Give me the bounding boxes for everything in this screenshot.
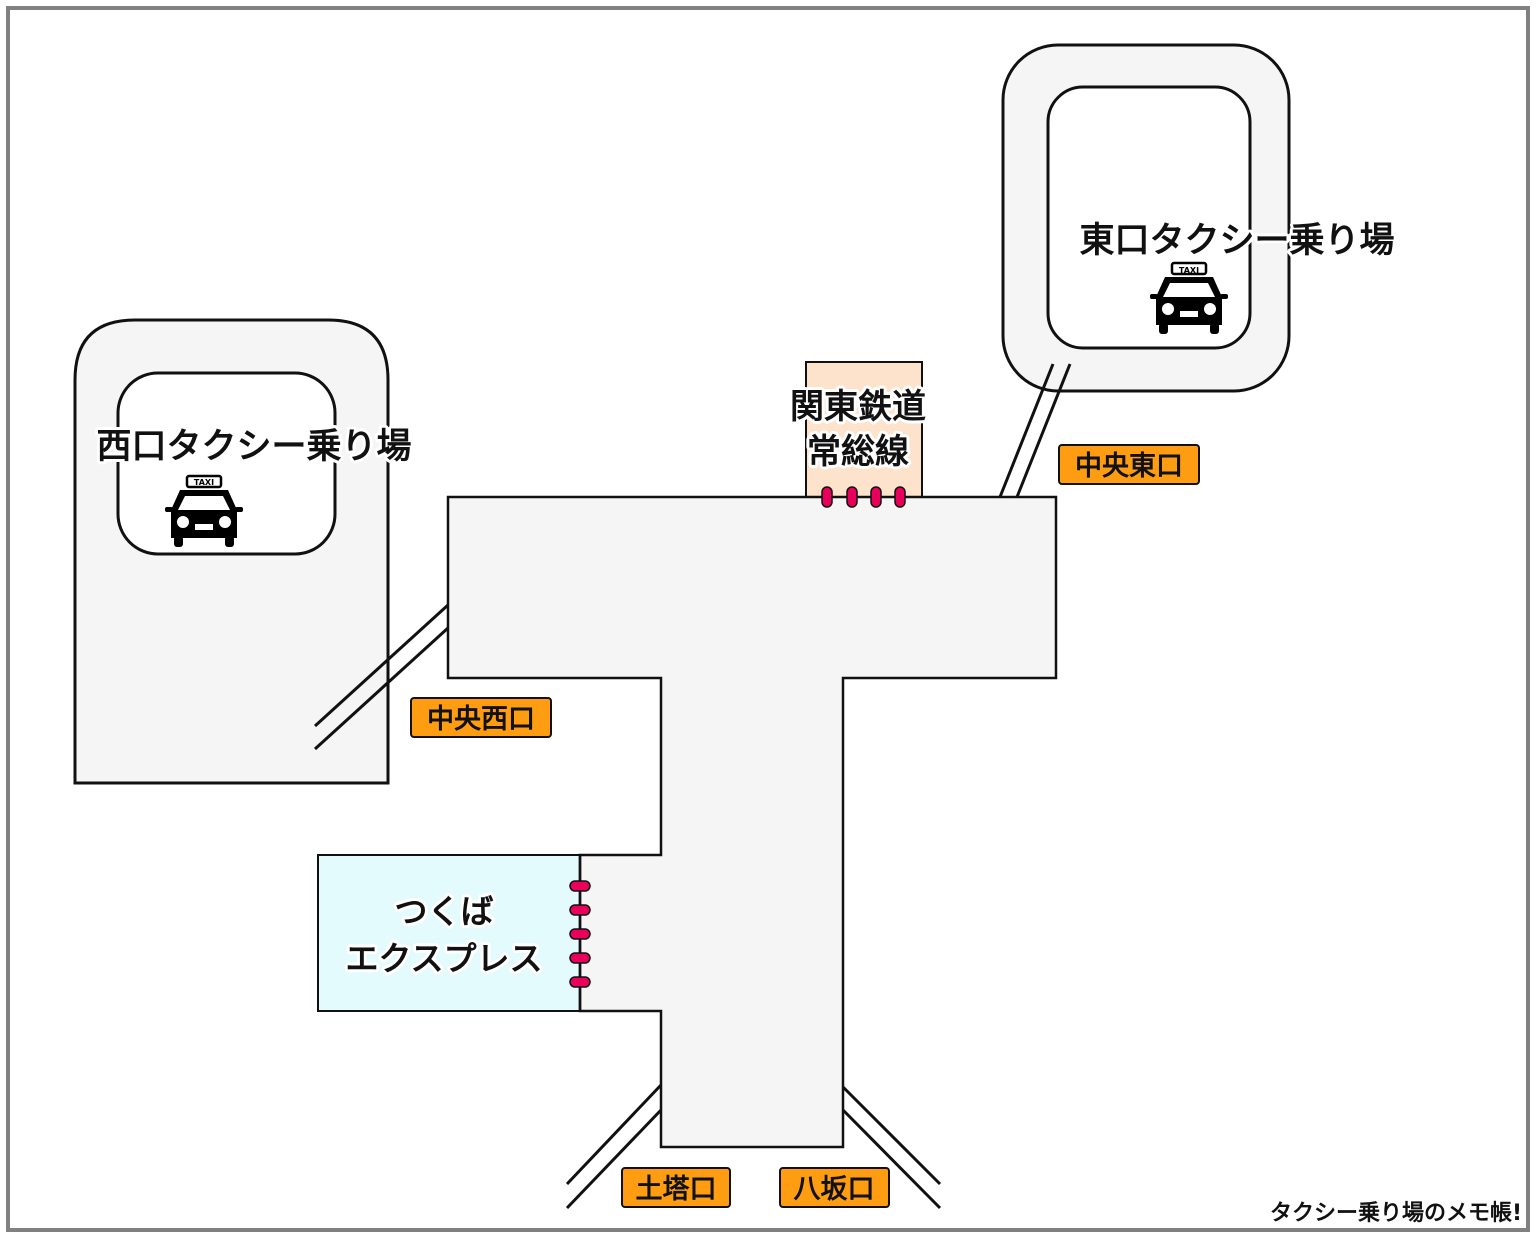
- gate-marker: [569, 928, 591, 940]
- gate-marker: [846, 486, 858, 508]
- dotou-walkway-line: [565, 1108, 663, 1210]
- gate-marker: [569, 880, 591, 892]
- tx-label-line2: エクスプレス: [345, 939, 542, 978]
- west-taxi-label: 西口タクシー乗り場: [96, 427, 411, 467]
- kantetsu-joso-line-area[interactable]: [805, 361, 923, 500]
- west-walkway-line: [313, 626, 450, 751]
- exit-badge: [621, 1167, 731, 1208]
- gate-marker: [894, 486, 906, 508]
- exit-central-east[interactable]: 中央東口: [1058, 444, 1200, 485]
- gate-marker: [569, 904, 591, 916]
- gate-marker: [569, 976, 591, 988]
- taxi-sign-text: TAXI: [1179, 266, 1199, 275]
- gate-marker: [569, 952, 591, 964]
- exit-badge: [410, 697, 552, 738]
- east-walkway-line: [1015, 363, 1072, 498]
- exit-label: 中央東口: [1075, 451, 1183, 482]
- dotou-walkway-line: [565, 1083, 663, 1186]
- kantetsu-gates: [821, 486, 906, 508]
- west-taxi-stand[interactable]: 西口タクシー乗り場 TAXI: [73, 318, 415, 785]
- tx-gates: [569, 880, 591, 988]
- kantetsu-label-line2: 常総線: [807, 432, 909, 472]
- exit-label: 中央西口: [427, 704, 535, 735]
- exit-label: 土塔口: [636, 1174, 717, 1205]
- exit-hassaka[interactable]: 八坂口: [779, 1167, 890, 1208]
- tsukuba-express-area[interactable]: [317, 854, 581, 1012]
- exit-badge: [779, 1167, 890, 1208]
- east-walkway-line: [998, 363, 1055, 498]
- hassaka-walkway-line: [841, 1108, 942, 1210]
- gate-marker: [870, 486, 882, 508]
- tx-label-line1: つくば: [395, 892, 494, 931]
- kantetsu-label-line1: 関東鉄道: [790, 387, 926, 427]
- exit-dotou[interactable]: 土塔口: [621, 1167, 731, 1208]
- station-concourse: [446, 495, 1058, 1149]
- gate-marker: [821, 486, 833, 508]
- taxi-sign-text: TAXI: [194, 478, 214, 487]
- east-taxi-stand[interactable]: 東口タクシー乗り場 TAXI: [1001, 43, 1398, 393]
- hassaka-walkway-line: [841, 1085, 942, 1186]
- credit-text: タクシー乗り場のメモ帳!: [1270, 1201, 1522, 1226]
- east-taxi-label: 東口タクシー乗り場: [1079, 221, 1394, 261]
- exit-central-west[interactable]: 中央西口: [410, 697, 552, 738]
- west-walkway-line: [313, 603, 450, 728]
- exit-label: 八坂口: [794, 1174, 875, 1205]
- walkways: [313, 363, 1072, 1210]
- exit-badge: [1058, 444, 1200, 485]
